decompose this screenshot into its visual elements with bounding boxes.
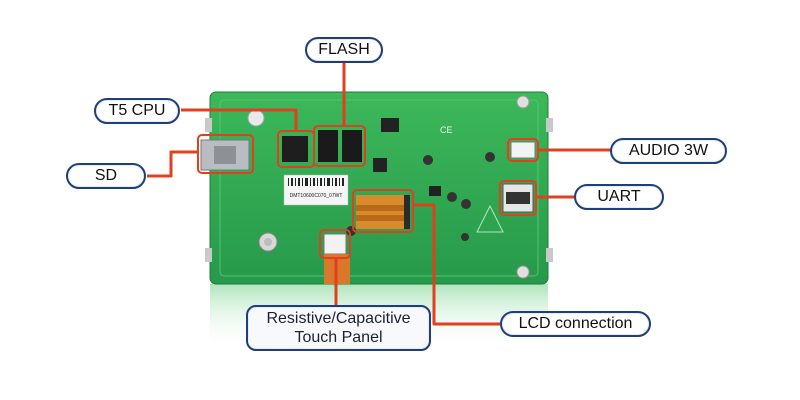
lcd-connection-callout: LCD connection [500,311,651,337]
leader-lcd [413,203,500,326]
t5-cpu-callout: T5 CPU [94,98,180,124]
capacitor [485,152,495,162]
serial-label-sticker [283,174,349,206]
flash-callout: FLASH [305,37,383,63]
coin-battery-center [264,238,272,246]
lcd-connector-stripe [356,205,406,211]
capacitor [461,233,469,241]
uart-callout: UART [574,184,664,210]
audio-connector [510,141,536,159]
serial-label-text: DMT10600C070_07WT [290,193,343,199]
sd-slot [200,139,250,171]
highlight-sd [197,134,254,174]
capacitor [461,199,471,209]
sd-callout: SD [66,163,146,189]
leader-lines [147,62,611,326]
mount-tab [546,118,553,132]
leader-sd [147,150,198,178]
flash-chip [318,130,338,162]
mount-tab [546,248,553,262]
ic-chip [429,186,441,196]
pcb-inner-outline [219,99,539,277]
lcd-connector [356,195,406,229]
touch-panel-callout-line1: Resistive/Capacitive [266,310,411,327]
touch-connector [323,233,347,255]
warning-triangle-icon [476,204,504,233]
highlight-flash [313,125,366,167]
capacitor [447,192,457,202]
flash-chip [342,130,362,162]
screw-hole [247,109,265,127]
ic-chip [381,118,399,132]
sd-slot-inner [214,146,236,164]
screw-hole [516,265,530,279]
lcd-connector-stripe [356,215,406,221]
mount-tab [205,248,212,262]
ic-chip [373,158,387,172]
capacitor [423,155,433,165]
audio-callout: AUDIO 3W [610,138,727,164]
highlight-lcd [352,189,414,233]
touch-panel-callout-line2: Touch Panel [294,329,383,346]
uart-connector-pins [506,192,530,204]
ce-mark: CE [440,125,453,135]
screw-hole [516,95,530,109]
touch-panel-callout: Resistive/Capacitive Touch Panel [246,305,431,351]
leader-t5-cpu [181,108,298,131]
lcd-connector-clip [404,195,410,229]
mount-tab [205,118,212,132]
barcode [288,178,344,186]
cpu-chip [282,136,308,162]
